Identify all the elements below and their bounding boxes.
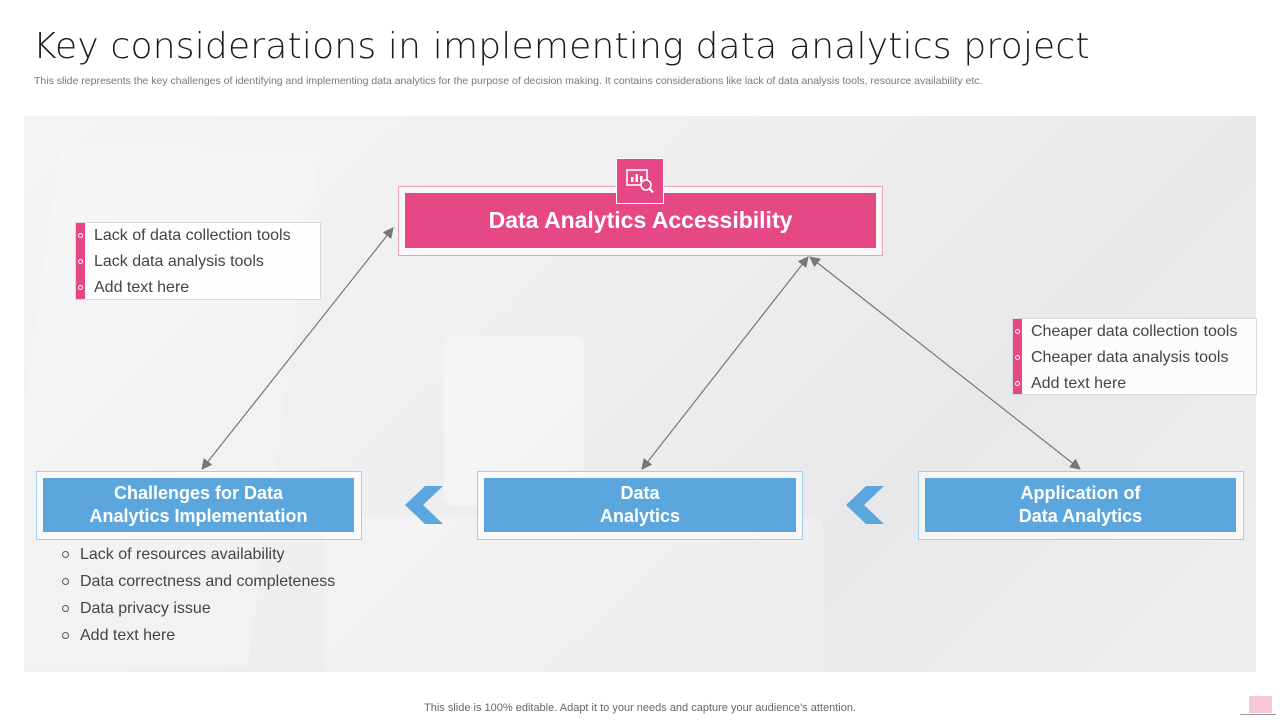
cheaper-tools-box: Cheaper data collection tools Cheaper da…: [1012, 318, 1257, 395]
data-analytics-node-line2: Analytics: [599, 506, 681, 526]
challenges-node-line2: Analytics Implementation: [89, 506, 308, 526]
list-item: Lack of resources availability: [62, 541, 335, 568]
challenges-node-line1: Challenges for Data: [113, 483, 284, 503]
accessibility-node[interactable]: Data Analytics Accessibility: [405, 193, 876, 248]
application-node-line2: Data Analytics: [1018, 506, 1143, 526]
bullet-icon: [62, 551, 69, 558]
bullet-icon: [78, 259, 83, 264]
list-item: Data privacy issue: [62, 595, 335, 622]
challenges-node[interactable]: Challenges for Data Analytics Implementa…: [43, 478, 354, 532]
accessibility-node-label: Data Analytics Accessibility: [488, 207, 793, 233]
arrow-application-to-accessibility: [809, 256, 1081, 470]
bullet-icon: [62, 578, 69, 585]
analytics-chart-magnifier-icon: [616, 158, 664, 204]
list-item: Data correctness and completeness: [62, 568, 335, 595]
data-analytics-node-line1: Data: [620, 483, 660, 503]
bullet-icon: [1015, 381, 1020, 386]
chevron-left-icon: [405, 486, 443, 524]
lack-of-tools-box: Lack of data collection tools Lack data …: [75, 222, 321, 300]
bullet-icon: [1015, 329, 1020, 334]
bullet-icon: [78, 285, 83, 290]
bullet-icon: [78, 233, 83, 238]
corner-decoration: [1249, 696, 1272, 713]
arrow-data-analytics-to-accessibility: [641, 256, 809, 470]
list-item: Add text here: [62, 622, 335, 649]
data-analytics-node[interactable]: Data Analytics: [484, 478, 796, 532]
page-title: Key considerations in implementing data …: [33, 26, 1090, 67]
bullet-icon: [1015, 355, 1020, 360]
corner-line: [1240, 714, 1276, 715]
bullet-icon: [62, 605, 69, 612]
page-subtitle: This slide represents the key challenges…: [34, 75, 983, 87]
challenges-list: Lack of resources availability Data corr…: [62, 541, 335, 649]
arrow-challenges-to-accessibility: [201, 227, 394, 470]
footer-note: This slide is 100% editable. Adapt it to…: [424, 702, 856, 714]
bullet-icon: [62, 632, 69, 639]
application-node-line1: Application of: [1020, 483, 1141, 503]
chevron-left-icon: [846, 486, 884, 524]
application-node[interactable]: Application of Data Analytics: [925, 478, 1236, 532]
